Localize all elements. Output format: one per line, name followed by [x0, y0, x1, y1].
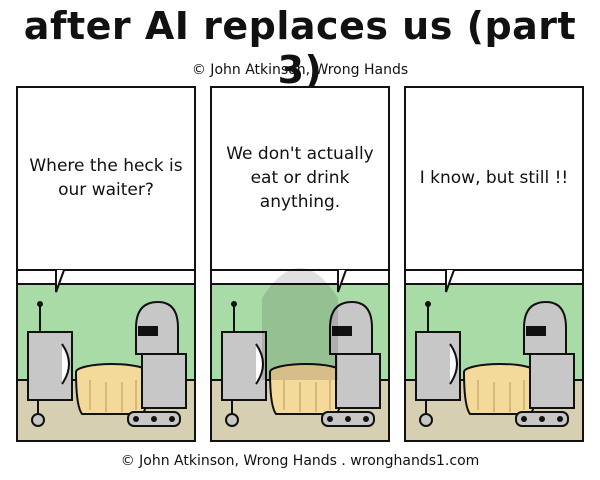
faint-watermark-icon	[262, 268, 338, 380]
table-icon	[463, 363, 538, 415]
panel-2: We don't actually eat or drink anything.	[210, 86, 390, 442]
robot-left-icon	[415, 301, 461, 427]
panel-2-speech: We don't actually eat or drink anything.	[226, 144, 374, 212]
credit-top: © John Atkinson, Wrong Hands	[191, 62, 409, 78]
panel-1: Where the heck is our waiter?	[16, 86, 196, 442]
panel-2-art	[212, 88, 388, 440]
panel-1-speech: Where the heck is our waiter?	[29, 156, 183, 200]
panel-1-art	[18, 88, 194, 440]
robot-left-icon	[221, 301, 267, 427]
credit-bottom: © John Atkinson, Wrong Hands . wronghand…	[120, 453, 480, 469]
robot-right-icon	[127, 300, 187, 427]
table-icon	[75, 363, 150, 415]
robot-left-icon	[27, 301, 73, 427]
comic-title: after AI replaces us (part 3)	[23, 4, 577, 92]
panel-3-art	[406, 88, 582, 440]
robot-right-icon	[515, 300, 575, 427]
table-icon	[269, 363, 344, 415]
robot-right-icon	[321, 300, 381, 427]
panel-3-speech: I know, but still !!	[419, 168, 569, 188]
panel-3: I know, but still !!	[404, 86, 584, 442]
